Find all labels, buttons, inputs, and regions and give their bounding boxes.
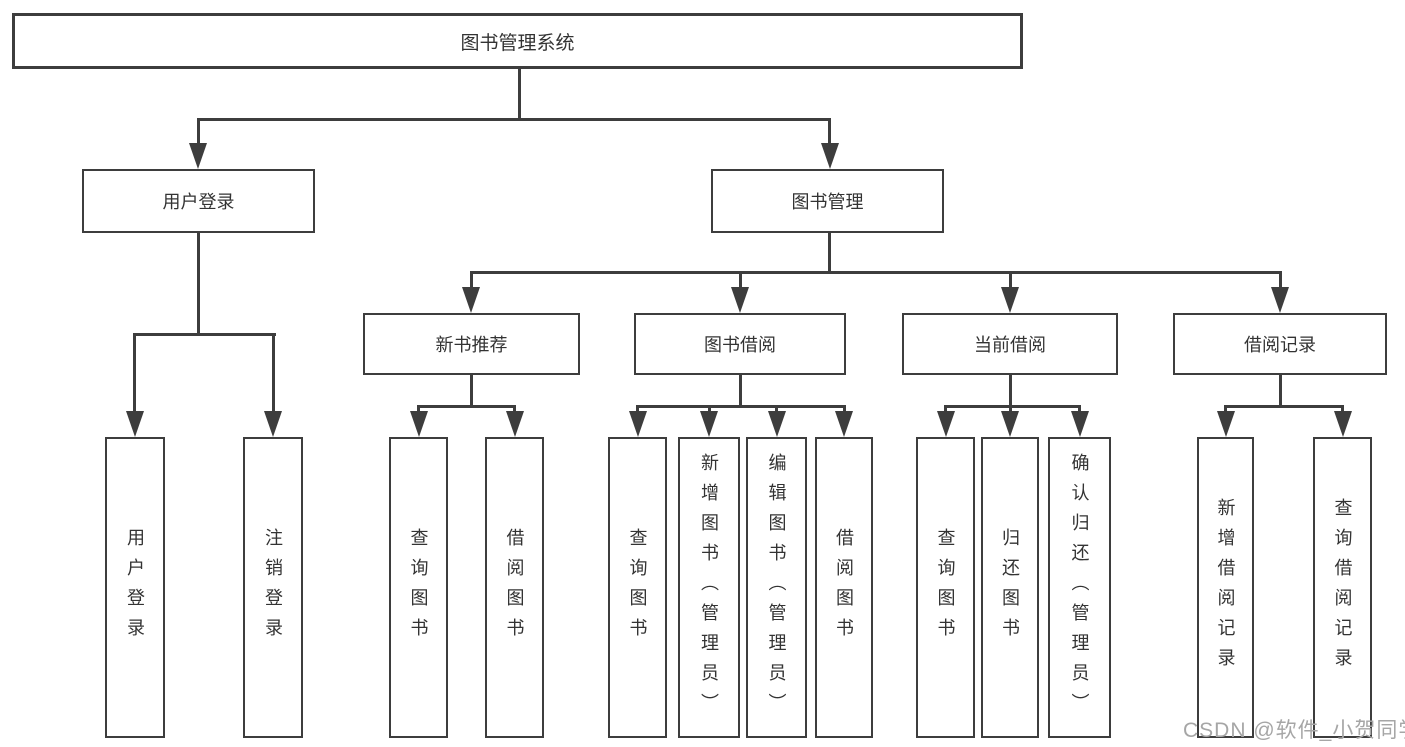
leaf-logout: 注销登录 (243, 437, 303, 738)
node-label: 当前借阅 (974, 335, 1046, 355)
node-label: 确认归还（管理员） (1069, 452, 1090, 723)
connector-level1-2-hline (197, 118, 831, 121)
node-user-login: 用户登录 (82, 169, 315, 233)
connector-to-book-management (828, 118, 831, 145)
arrowhead-user-login (189, 143, 207, 169)
arrowhead-leaf (410, 411, 428, 437)
node-label: 查询图书 (935, 527, 956, 648)
arrowhead-user-login-leaf (126, 411, 144, 437)
connector-to-user-login-leaf (133, 333, 136, 413)
connector-leaf (513, 405, 516, 413)
arrowhead-logout-leaf (264, 411, 282, 437)
connector-book-borrow-hline (636, 405, 845, 408)
arrowhead-borrow-records (1271, 287, 1289, 313)
arrowhead-leaf (768, 411, 786, 437)
connector-user-login-hline (133, 333, 276, 336)
leaf-edit-books-admin: 编辑图书（管理员） (746, 437, 807, 738)
leaf-borrow-books-recommend: 借阅图书 (485, 437, 544, 738)
node-label: 新增借阅记录 (1215, 497, 1236, 678)
arrowhead-leaf (1071, 411, 1089, 437)
arrowhead-leaf (629, 411, 647, 437)
connector-leaf (417, 405, 420, 413)
node-label: 图书管理系统 (460, 32, 575, 54)
node-current-borrow: 当前借阅 (902, 313, 1118, 375)
arrowhead-leaf (835, 411, 853, 437)
connector-new-book-hline (417, 405, 516, 408)
node-book-borrow: 图书借阅 (634, 313, 846, 375)
connector-to-logout-leaf (272, 333, 275, 413)
node-label: 注销登录 (263, 527, 283, 648)
leaf-query-books-current: 查询图书 (916, 437, 975, 738)
leaf-return-books: 归还图书 (981, 437, 1039, 738)
connector-to-borrow-records (1279, 271, 1282, 289)
node-label: 借阅图书 (504, 527, 525, 648)
arrowhead-leaf (1217, 411, 1235, 437)
connector-leaf (944, 405, 947, 413)
leaf-add-borrow-record: 新增借阅记录 (1197, 437, 1254, 738)
node-label: 用户登录 (162, 192, 235, 212)
node-library-management-system: 图书管理系统 (12, 13, 1023, 69)
connector-book-management-stub (828, 233, 831, 273)
arrowhead-current-borrow (1001, 287, 1019, 313)
arrowhead-new-book (462, 287, 480, 313)
connector-leaf (1009, 405, 1012, 413)
leaf-confirm-return-admin: 确认归还（管理员） (1048, 437, 1111, 738)
connector-borrow-records-hline (1224, 405, 1344, 408)
connector-leaf (708, 405, 711, 413)
node-label: 查询图书 (627, 527, 648, 648)
node-book-management: 图书管理 (711, 169, 944, 233)
connector-borrow-records-stub (1279, 375, 1282, 408)
node-borrow-records: 借阅记录 (1173, 313, 1387, 375)
arrowhead-book-borrow (731, 287, 749, 313)
leaf-query-borrow-record: 查询借阅记录 (1313, 437, 1372, 738)
connector-user-login-stub (197, 233, 200, 336)
arrowhead-leaf (1001, 411, 1019, 437)
leaf-query-books-borrow: 查询图书 (608, 437, 667, 738)
node-label: 图书借阅 (704, 335, 776, 355)
connector-leaf (775, 405, 778, 413)
connector-to-book-borrow (739, 271, 742, 289)
arrowhead-leaf (700, 411, 718, 437)
connector-leaf (636, 405, 639, 413)
arrowhead-leaf (937, 411, 955, 437)
connector-to-current-borrow (1009, 271, 1012, 289)
connector-level2-3-hline (470, 271, 1281, 274)
node-label: 借阅记录 (1244, 335, 1316, 355)
arrowhead-book-management (821, 143, 839, 169)
connector-leaf (1078, 405, 1081, 413)
arrowhead-leaf (506, 411, 524, 437)
node-label: 新书推荐 (435, 335, 508, 355)
connector-current-borrow-hline (944, 405, 1081, 408)
node-label: 查询图书 (408, 527, 429, 648)
arrowhead-leaf (1334, 411, 1352, 437)
connector-book-borrow-stub (739, 375, 742, 408)
node-label: 归还图书 (1000, 527, 1020, 648)
leaf-user-login: 用户登录 (105, 437, 165, 738)
connector-leaf (843, 405, 846, 413)
connector-leaf (1341, 405, 1344, 413)
node-label: 图书管理 (791, 192, 864, 212)
leaf-add-books-admin: 新增图书（管理员） (678, 437, 740, 738)
watermark: CSDN @软件_小贺同学 (1183, 719, 1405, 742)
leaf-borrow-books: 借阅图书 (815, 437, 873, 738)
leaf-query-books-recommend: 查询图书 (389, 437, 448, 738)
node-label: 新增图书（管理员） (699, 452, 719, 723)
connector-leaf (1224, 405, 1227, 413)
connector-to-user-login (197, 118, 200, 145)
node-label: 编辑图书（管理员） (766, 452, 787, 723)
connector-current-borrow-stub (1009, 375, 1012, 408)
node-label: 借阅图书 (834, 527, 854, 648)
connector-root-stub (518, 69, 521, 120)
node-new-book-recommend: 新书推荐 (363, 313, 580, 375)
node-label: 查询借阅记录 (1332, 497, 1353, 678)
connector-new-book-stub (470, 375, 473, 408)
connector-to-new-book (470, 271, 473, 289)
node-label: 用户登录 (125, 527, 145, 648)
